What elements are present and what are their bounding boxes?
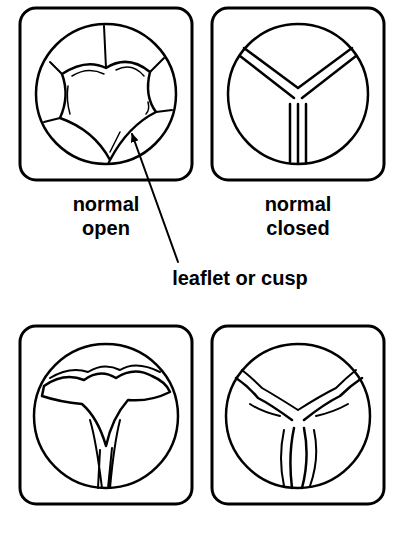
valve-ring — [226, 344, 370, 488]
closed-commissure — [240, 56, 356, 163]
frame — [20, 326, 192, 504]
cusp-edge — [67, 67, 148, 152]
part-label: leaflet or cusp — [140, 266, 340, 290]
valve-ring — [36, 24, 176, 164]
closed-commissure — [236, 378, 362, 488]
valve-ring — [228, 24, 368, 164]
panel-label: normal closed — [244, 192, 352, 240]
thickened-cusp — [242, 370, 356, 486]
frame — [212, 8, 384, 180]
frame — [20, 8, 192, 180]
frame — [212, 326, 384, 504]
valve-opening — [60, 62, 156, 160]
valve-ring — [34, 344, 178, 488]
valve-opening — [42, 371, 170, 446]
cusp-line — [50, 365, 160, 488]
closed-commissure — [244, 48, 352, 162]
panel-label: normal open — [52, 192, 160, 240]
cusp-line — [44, 26, 172, 164]
